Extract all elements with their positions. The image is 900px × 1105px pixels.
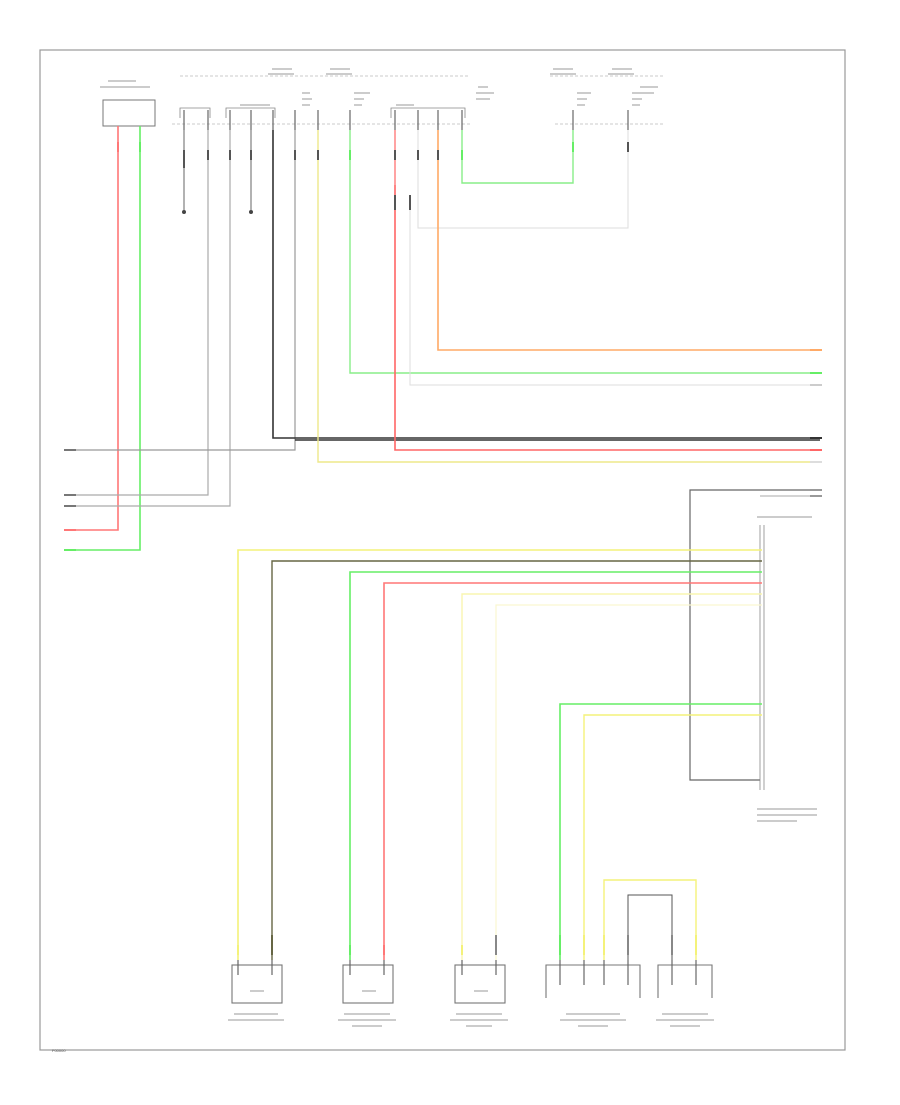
wire-lightyellow-sensor-3 [495,604,762,960]
wire-red-sensor-2 [383,582,762,960]
module-connector-pins [759,525,765,790]
wire-red-left-component [70,126,119,531]
wire-darkgray-module [689,489,820,781]
wire-yellow-loop-outer [603,879,697,960]
wire-gray-left-3 [70,130,231,507]
wire-green-sensor-4 [559,703,762,960]
top-left-component [102,99,156,127]
sensor-1 [231,960,283,1004]
wire-green-left-component [70,126,141,551]
wire-green-right-1 [349,130,820,374]
wire-green-fuse-link [461,130,574,184]
wire-lightgray-2 [417,130,629,229]
top-connector-brackets [179,107,466,118]
wire-color-markers [117,142,629,210]
wire-lightgray-1 [409,200,820,386]
wire-gray-left-2 [70,130,209,496]
left-terminal-markers [64,449,76,551]
wire-gray-left-1 [70,130,296,451]
sensor-caption-marks [228,1013,714,1027]
wire-green-sensor-2 [349,571,762,960]
right-terminal-markers [810,349,822,497]
header-label-marks [100,68,817,822]
wire-red-right-1 [394,185,820,451]
top-connector-pins [183,110,629,130]
sensor-2 [342,960,394,1004]
sensor-3 [454,960,506,1004]
wire-olive-sensor-1 [271,560,762,960]
diagram-frame [39,49,846,1051]
wire-yellow-sensor-4 [583,714,762,960]
wire-yellow-right-1 [317,130,820,463]
ground-symbols [182,210,253,214]
wire-orange-right-1 [437,130,820,351]
wire-yellow-sensor-3 [461,593,762,960]
footer-code: F00000 [52,1048,66,1053]
wire-black-a [272,130,820,439]
sensor-4 [545,960,641,998]
wire-yellow-sensor-1 [237,549,762,960]
sensor-markers [237,935,697,955]
sensor-5 [657,960,713,998]
wire-black-loop-inner [627,894,673,960]
